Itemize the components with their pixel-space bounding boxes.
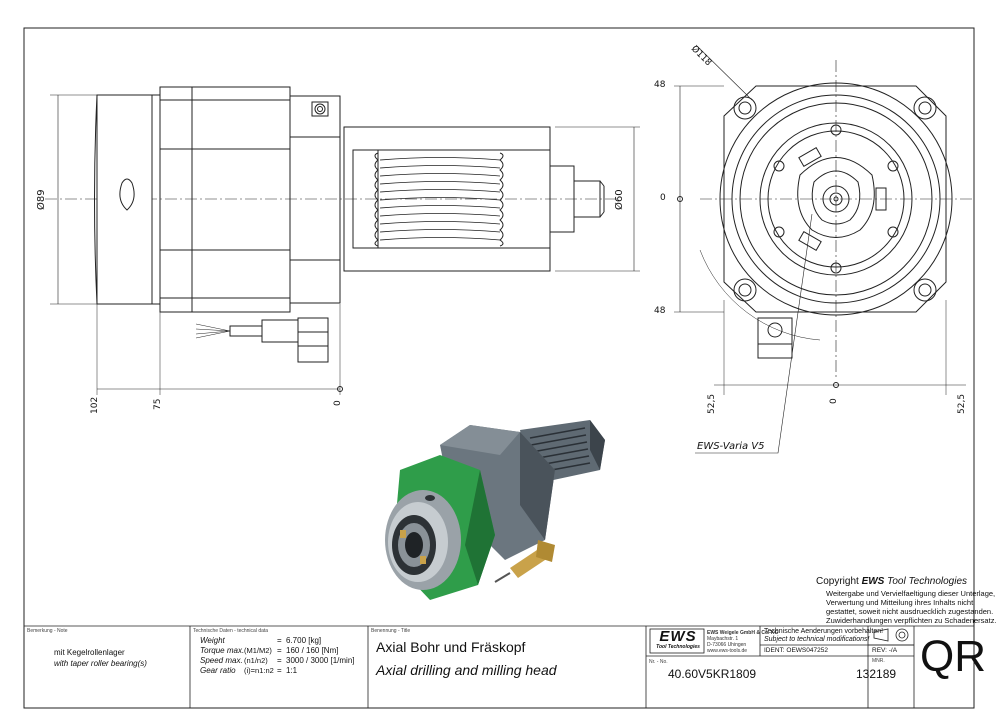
ews-logo-subtitle: Tool Technologies [656, 644, 700, 650]
variant-label: EWS-Varia V5 [697, 441, 765, 452]
remark-english: with taper roller bearing(s) [54, 659, 147, 668]
tech-row-gear-sym: (i)=n1:n2 [244, 666, 274, 675]
technical-data-label: Technische Daten - technical data [193, 628, 269, 634]
company-line-1: EWS Weigele GmbH & Co. KG [707, 630, 779, 636]
title-english: Axial drilling and milling head [376, 662, 557, 678]
drawing-frame [23, 27, 975, 709]
tech-row-torque-sym: (M1/M2) [244, 646, 272, 655]
tech-row-weight-value: 6.700 [kg] [286, 636, 322, 645]
dim-row-48-top: 48 [654, 80, 666, 90]
tech-row-speed-name: Speed max. [200, 656, 243, 665]
dim-diameter-89: Ø89 [36, 189, 47, 210]
tech-row-gear-eq: = [277, 666, 282, 675]
ident-number: IDENT: OEWS047252 [764, 647, 828, 654]
front-view [674, 44, 975, 454]
dim-col-52-5-right: 52,5 [957, 393, 967, 414]
tech-row-speed-sym: (n1/n2) [244, 656, 268, 665]
title-label: Benennung - Title [371, 628, 411, 634]
tech-row-gear-name: Gear ratio [200, 666, 236, 675]
notice-english: Subject to technical modifications! [764, 636, 870, 643]
part-number: 40.60V5KR1809 [668, 667, 757, 681]
tech-row-torque-eq: = [277, 646, 282, 655]
tech-row-torque-name: Torque max. [200, 646, 245, 655]
ews-logo: EWS Tool Technologies [654, 629, 702, 650]
company-line-2: Maybachstr. 1 [707, 636, 739, 642]
dim-length-102: 102 [90, 396, 100, 414]
revision: REV: -/A [872, 647, 898, 654]
dim-length-75: 75 [153, 398, 163, 410]
dim-row-0: 0 [660, 193, 666, 203]
remark-label: Bemerkung - Note [27, 628, 68, 634]
product-3d-render [385, 420, 605, 600]
ews-logo-text: EWS [659, 628, 697, 645]
company-line-4: www.ews-tools.de [707, 648, 748, 654]
dim-diameter-60: Ø60 [614, 189, 625, 210]
title-block [24, 625, 974, 708]
dim-col-52-5-left: 52,5 [707, 393, 717, 414]
mnr-label: MNR. [872, 658, 885, 664]
notice-german: Technische Aenderungen vorbehalten! [764, 628, 884, 635]
dim-row-48-bottom: 48 [654, 306, 666, 316]
copyright-line-2: Verwertung und Mitteilung ihres Inhalts … [826, 598, 974, 607]
mnr-number: 132189 [856, 667, 897, 681]
dim-length-0: 0 [333, 400, 343, 406]
tech-row-weight-name: Weight [200, 636, 225, 645]
remark-german: mit Kegelrollenlager [54, 648, 125, 657]
tech-row-gear-value: 1:1 [286, 666, 298, 675]
copyright-line-4: Zuwiderhandlungen verpflichten zu Schade… [826, 616, 997, 625]
tech-row-speed-value: 3000 / 3000 [1/min] [286, 656, 355, 665]
tech-row-weight-eq: = [277, 636, 282, 645]
copyright-line-1: Weitergabe und Vervielfaeltigung dieser … [826, 589, 996, 598]
dim-col-0: 0 [829, 398, 839, 404]
number-label: Nr. - No. [649, 659, 668, 665]
tech-row-speed-eq: = [277, 656, 282, 665]
copyright-heading: Copyright EWS Tool Technologies [816, 576, 968, 587]
tech-row-torque-value: 160 / 160 [Nm] [286, 646, 339, 655]
qr-mark: QR [920, 632, 986, 681]
title-german: Axial Bohr und Fräskopf [376, 639, 526, 655]
side-view [45, 86, 640, 395]
copyright-line-3: gestattet, soweit nicht ausdruecklich zu… [826, 607, 994, 616]
company-line-3: D-73066 Uhingen [707, 642, 747, 648]
